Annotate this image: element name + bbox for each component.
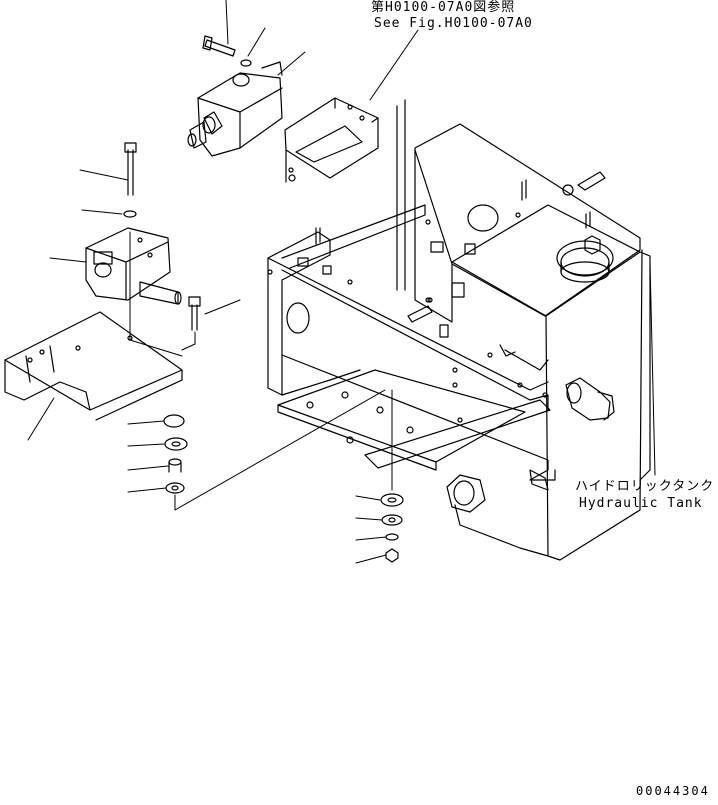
- fasteners: [123, 35, 404, 563]
- hydraulic-tank-label-en: Hydraulic Tank: [579, 496, 703, 511]
- drawing-number: 00044304: [636, 784, 710, 798]
- upper-control-valve: [187, 61, 283, 157]
- valve-bracket-plate: [4, 311, 183, 421]
- reference-figure-en: See Fig.H0100-07A0: [374, 16, 533, 31]
- main-frame: [267, 99, 556, 481]
- leader-lines: [27, 0, 656, 564]
- hydraulic-tank-label-jp: ハイドロリックタンク: [575, 479, 715, 494]
- hydraulic-tank: [414, 123, 651, 561]
- mounting-bracket: [284, 97, 379, 183]
- lower-control-valve: [85, 227, 182, 305]
- reference-figure-jp: 第H0100-07A0図参照: [371, 0, 516, 15]
